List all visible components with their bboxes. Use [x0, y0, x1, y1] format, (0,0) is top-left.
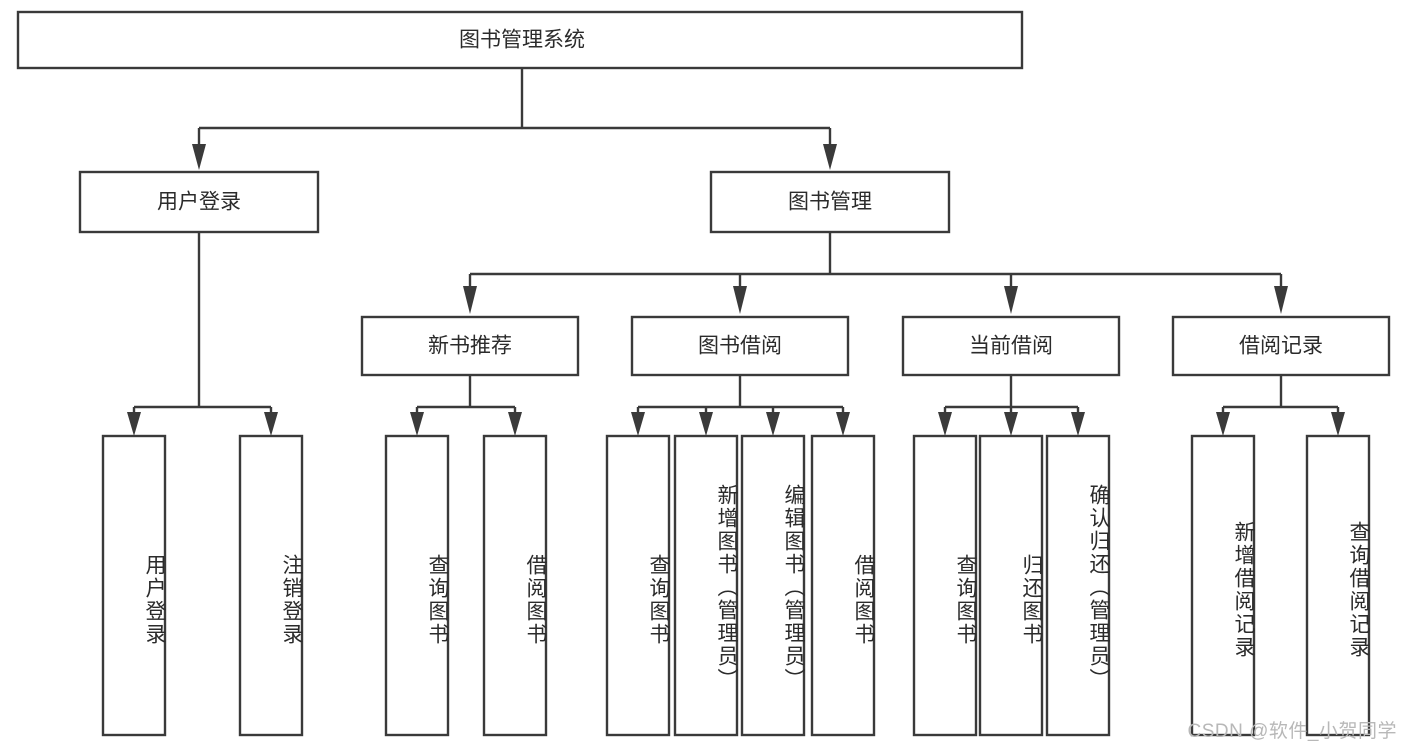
- node-book-borrow[interactable]: [630, 315, 850, 377]
- node-leaf-add-record[interactable]: [1190, 434, 1256, 737]
- node-leaf-confirm-return[interactable]: [1045, 434, 1111, 737]
- arrowhead-leaf-user-logout: [264, 412, 278, 436]
- arrowhead-leaf-add-record: [1216, 412, 1230, 436]
- node-root-label: 图书管理系统: [459, 29, 585, 52]
- node-borrow-record[interactable]: [1171, 315, 1391, 377]
- node-leaf-borrow-book-2[interactable]: [810, 434, 876, 737]
- arrowhead-leaf-query-book-2: [631, 412, 645, 436]
- node-leaf-return-book[interactable]: [978, 434, 1044, 737]
- node-leaf-borrow-book-1[interactable]: [482, 434, 548, 737]
- node-book-manage-label: 图书管理: [788, 191, 872, 214]
- node-borrow-record-label: 借阅记录: [1239, 335, 1323, 358]
- node-current-borrow[interactable]: [901, 315, 1121, 377]
- node-leaf-query-book-3[interactable]: [912, 434, 978, 737]
- arrowhead-new-book-recommend: [463, 286, 477, 314]
- arrowhead-leaf-add-book: [699, 412, 713, 436]
- arrowhead-leaf-return-book: [1004, 412, 1018, 436]
- node-new-book-recommend[interactable]: [360, 315, 580, 377]
- node-leaf-edit-book[interactable]: [740, 434, 806, 737]
- node-book-manage[interactable]: [709, 170, 951, 234]
- node-leaf-query-book-1[interactable]: [384, 434, 450, 737]
- node-leaf-query-record[interactable]: [1305, 434, 1371, 737]
- arrowhead-book-borrow: [733, 286, 747, 314]
- arrowhead-leaf-query-book-1: [410, 412, 424, 436]
- arrowhead-leaf-query-record: [1331, 412, 1345, 436]
- node-new-book-recommend-label: 新书推荐: [428, 335, 512, 358]
- watermark-text: CSDN @软件_小贺同学: [1187, 721, 1397, 742]
- arrowhead-leaf-query-book-3: [938, 412, 952, 436]
- connector-layer: [127, 68, 1345, 436]
- node-current-borrow-label: 当前借阅: [969, 335, 1053, 358]
- node-layer: 图书管理系统 用户登录 图书管理 新书推荐 图书借阅 当前借阅 借阅记录: [16, 10, 1391, 737]
- arrowhead-borrow-record: [1274, 286, 1288, 314]
- arrowhead-leaf-confirm-return: [1071, 412, 1085, 436]
- node-user-login[interactable]: [78, 170, 320, 234]
- node-leaf-user-logout[interactable]: [238, 434, 304, 737]
- arrowhead-leaf-user-login: [127, 412, 141, 436]
- node-user-login-label: 用户登录: [157, 191, 241, 214]
- arrowhead-book-manage: [823, 144, 837, 170]
- arrowhead-current-borrow: [1004, 286, 1018, 314]
- arrowhead-leaf-borrow-book-2: [836, 412, 850, 436]
- node-leaf-query-book-2[interactable]: [605, 434, 671, 737]
- node-leaf-user-login[interactable]: [101, 434, 167, 737]
- node-leaf-add-book[interactable]: [673, 434, 739, 737]
- arrowhead-leaf-borrow-book-1: [508, 412, 522, 436]
- node-root[interactable]: [16, 10, 1024, 70]
- arrowhead-leaf-edit-book: [766, 412, 780, 436]
- node-book-borrow-label: 图书借阅: [698, 335, 782, 358]
- arrowhead-user-login: [192, 144, 206, 170]
